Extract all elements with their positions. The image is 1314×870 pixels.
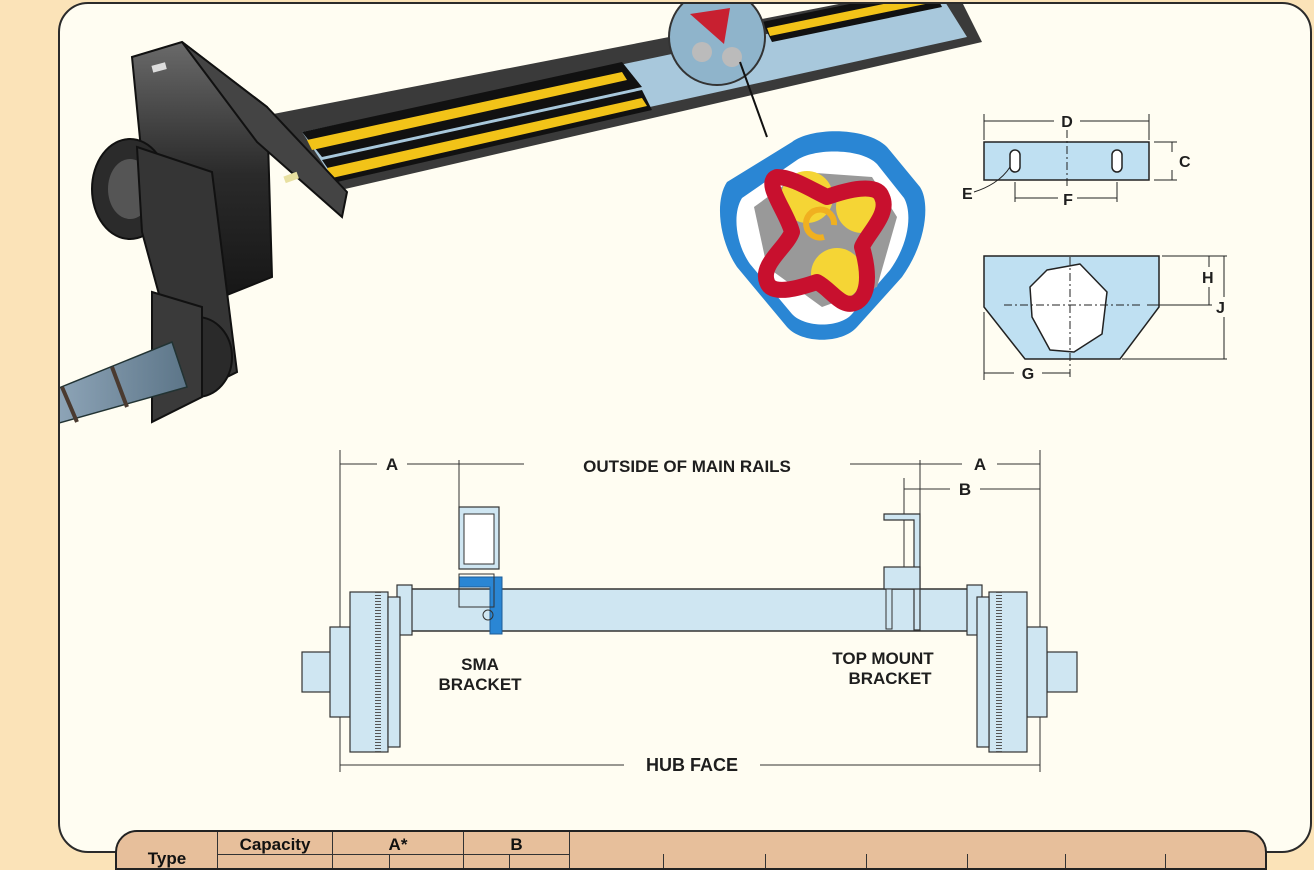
label-b: B: [959, 480, 971, 499]
label-d: D: [1061, 114, 1073, 131]
bracket-plate-drawing: D C E F: [962, 114, 1191, 209]
spindle: [60, 290, 203, 424]
spec-table-header: Type Capacity A* B: [115, 830, 1267, 870]
col-divider: [463, 832, 464, 868]
label-e: E: [962, 186, 973, 203]
col-subdivider: [1165, 854, 1166, 868]
col-divider: [217, 832, 218, 868]
axle-illustration: D C E F H J G: [60, 4, 1227, 775]
col-header-capacity: Capacity: [239, 835, 311, 854]
label-h: H: [1202, 270, 1214, 287]
label-j: J: [1216, 300, 1225, 317]
col-divider: [569, 832, 570, 868]
label-g: G: [1022, 366, 1034, 383]
col-subdivider: [509, 854, 510, 868]
torsion-cross-section: [719, 131, 926, 340]
col-subdivider: [765, 854, 766, 868]
diagram-panel: D C E F H J G: [58, 2, 1312, 853]
col-header-type: Type: [147, 849, 187, 868]
label-top-mount: TOP MOUNT: [832, 649, 934, 668]
col-divider: [332, 832, 333, 868]
axle-elevation-drawing: A OUTSIDE OF MAIN RAILS A B SMA BRACKET: [301, 450, 1078, 775]
label-sma: SMA: [461, 655, 499, 674]
col-subdivider: [967, 854, 968, 868]
header-rule: [218, 854, 569, 855]
col-header-a: A*: [388, 835, 408, 854]
label-c: C: [1179, 154, 1191, 171]
callout-leader: [739, 61, 768, 138]
label-top-mount-bracket: BRACKET: [848, 669, 932, 688]
axle-tube-cutaway: [232, 4, 982, 192]
label-hub-face: HUB FACE: [646, 755, 738, 775]
label-f: F: [1063, 192, 1073, 209]
col-subdivider: [866, 854, 867, 868]
col-subdivider: [389, 854, 390, 868]
col-subdivider: [1065, 854, 1066, 868]
col-header-b: B: [510, 835, 523, 854]
label-sma-bracket: BRACKET: [438, 675, 522, 694]
housing-section-drawing: H J G: [983, 255, 1227, 383]
label-a-right: A: [974, 455, 986, 474]
label-a-left: A: [386, 455, 398, 474]
col-subdivider: [663, 854, 664, 868]
label-outside-main-rails: OUTSIDE OF MAIN RAILS: [583, 457, 791, 476]
